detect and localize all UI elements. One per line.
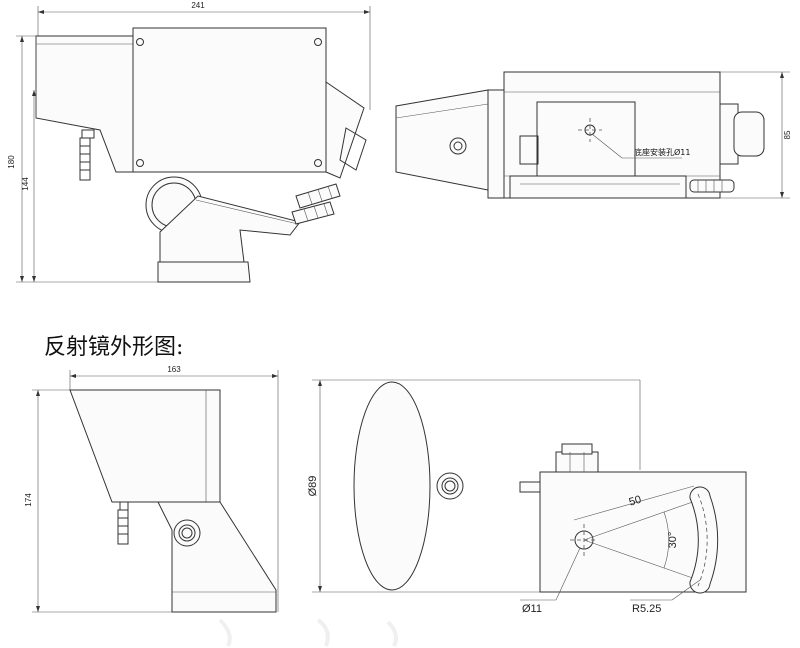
width-dimension-241: 241: [191, 1, 205, 10]
mirror-width-dimension-163: 163: [167, 365, 181, 374]
mirror-side-view: 163 174: [24, 365, 279, 613]
slot-angle-dimension: 30°: [667, 532, 679, 549]
height-dimension-180: 180: [7, 155, 16, 169]
mirror-height-dimension-174: 174: [24, 493, 33, 507]
mirror-outline-caption: 反射镜外形图:: [44, 335, 183, 360]
slot-radius-dimension: R5.25: [632, 603, 661, 615]
mirror-diameter-dimension: Ø89: [307, 476, 319, 497]
side-height-dimension-85: 85: [783, 130, 792, 139]
housing-top-view: 底座安装孔Ø11 85: [395, 71, 792, 199]
hole-diameter-dimension: Ø11: [522, 603, 542, 615]
mirror-front-view: Ø89 30° 50 Ø11: [307, 379, 747, 615]
height-dimension-144: 144: [21, 177, 30, 191]
housing-side-view: 241 180 144: [7, 1, 371, 283]
watermark: [218, 618, 398, 647]
mount-hole-note: 底座安装孔Ø11: [634, 147, 690, 157]
slot-length-dimension: 50: [628, 494, 643, 509]
